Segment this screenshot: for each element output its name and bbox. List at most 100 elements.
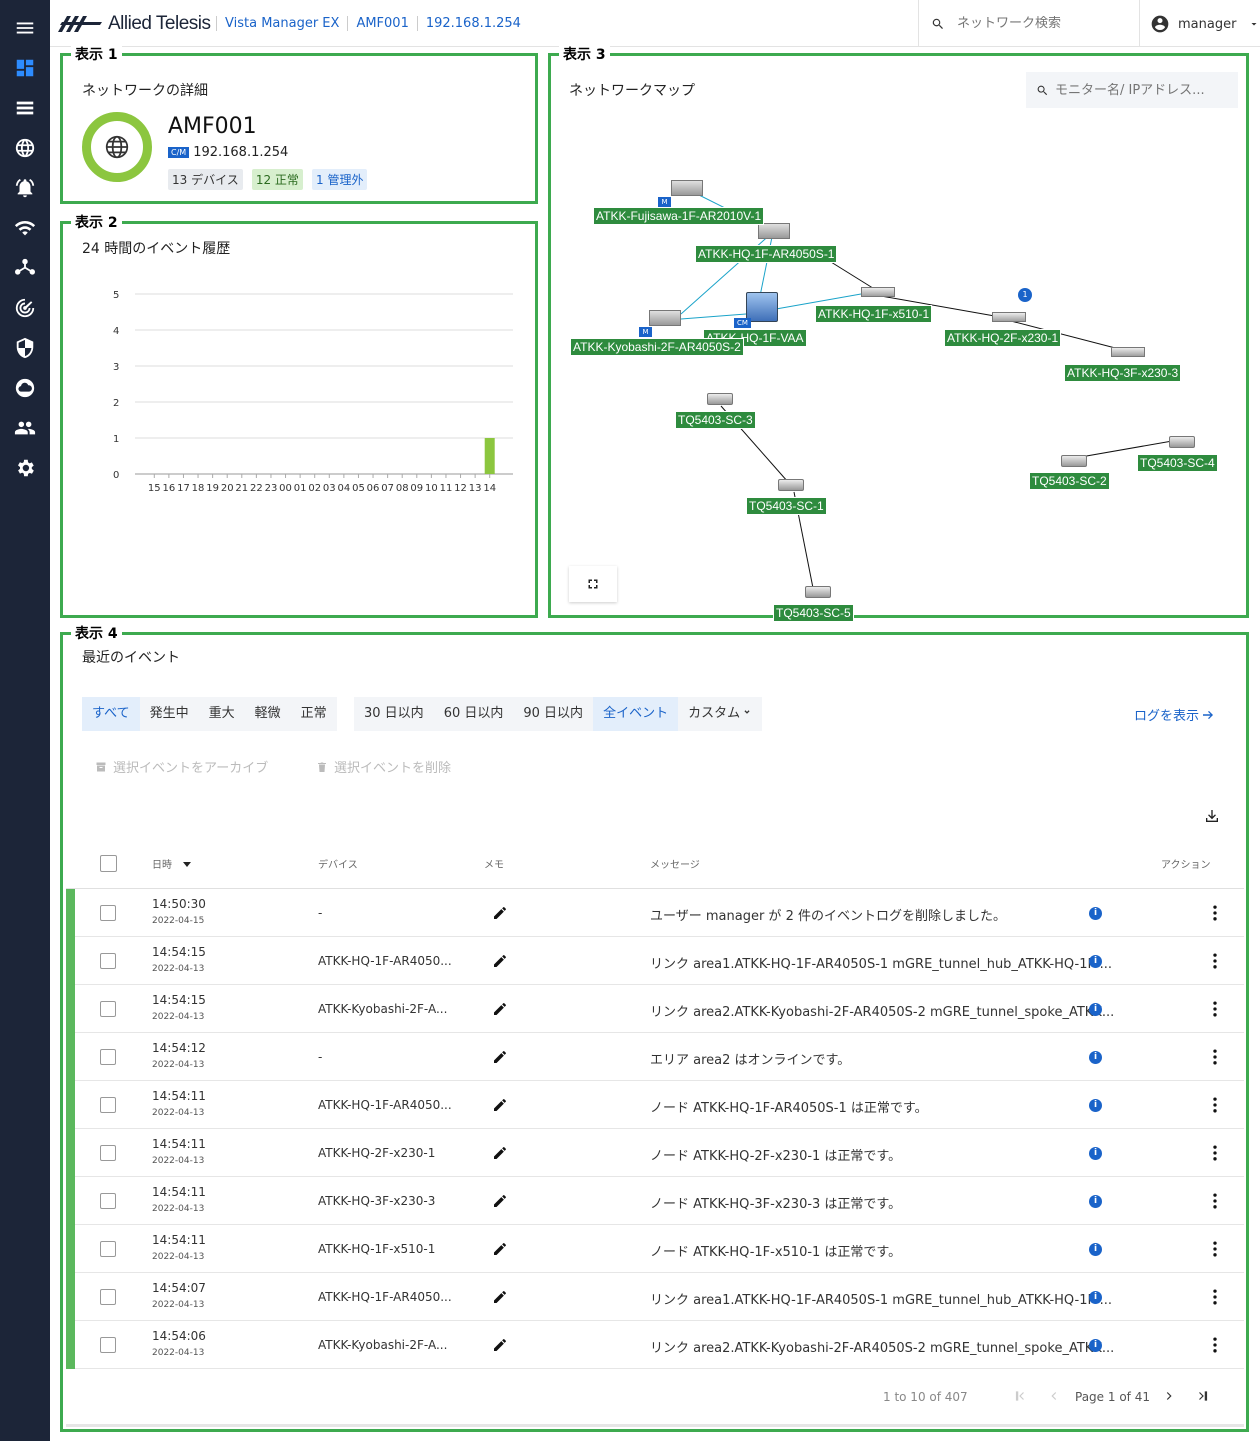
dashboard-icon[interactable] <box>0 48 50 88</box>
switch-icon[interactable] <box>861 287 895 297</box>
map-search-input[interactable] <box>1055 82 1225 98</box>
filter-minor[interactable]: 軽微 <box>254 706 281 721</box>
more-actions-icon[interactable] <box>1205 1335 1225 1355</box>
breadcrumb-item-ip[interactable]: 192.168.1.254 <box>416 16 529 31</box>
access-point-icon[interactable] <box>778 479 804 491</box>
archive-selected-button[interactable]: 選択イベントをアーカイブ <box>95 757 268 776</box>
access-point-icon[interactable] <box>1169 436 1195 448</box>
more-actions-icon[interactable] <box>1205 1287 1225 1307</box>
edit-memo-icon[interactable] <box>492 1001 508 1017</box>
access-point-icon[interactable] <box>1061 455 1087 467</box>
info-icon[interactable]: i <box>1089 1147 1102 1160</box>
more-actions-icon[interactable] <box>1205 903 1225 923</box>
edit-memo-icon[interactable] <box>492 1289 508 1305</box>
breadcrumb-item-vista[interactable]: Vista Manager EX <box>216 16 347 31</box>
map-node-sc-3[interactable]: TQ5403-SC-3 <box>675 411 756 429</box>
row-checkbox[interactable] <box>100 1097 116 1113</box>
more-actions-icon[interactable] <box>1205 1047 1225 1067</box>
map-node-hq-ar4050s[interactable]: ATKK-HQ-1F-AR4050S-1 <box>695 245 838 263</box>
info-icon[interactable]: i <box>1089 1051 1102 1064</box>
filter-critical[interactable]: 重大 <box>208 706 235 721</box>
more-actions-icon[interactable] <box>1205 951 1225 971</box>
row-checkbox[interactable] <box>100 1145 116 1161</box>
router-icon[interactable] <box>758 223 790 239</box>
access-point-icon[interactable] <box>707 393 733 405</box>
radar-icon[interactable] <box>0 288 50 328</box>
filter-normal[interactable]: 正常 <box>300 706 327 721</box>
map-node-hq-3f-x230[interactable]: ATKK-HQ-3F-x230-3 <box>1064 364 1182 382</box>
map-node-kyobashi[interactable]: ATKK-Kyobashi-2F-AR4050S-2 <box>570 338 744 356</box>
last-page-icon[interactable] <box>1196 1389 1210 1403</box>
event-count-bar[interactable] <box>484 438 495 474</box>
filter-30-days[interactable]: 30 日以内 <box>364 706 424 721</box>
more-actions-icon[interactable] <box>1205 1095 1225 1115</box>
switch-icon[interactable] <box>992 312 1026 322</box>
network-search-input[interactable] <box>957 16 1117 31</box>
cloud-icon[interactable] <box>0 368 50 408</box>
info-icon[interactable]: i <box>1089 1099 1102 1112</box>
column-header-message[interactable]: メッセージ <box>650 860 700 871</box>
alarm-icon[interactable] <box>0 168 50 208</box>
breadcrumb-item-area[interactable]: AMF001 <box>347 16 416 31</box>
select-all-checkbox[interactable] <box>100 855 117 872</box>
map-node-sc-2[interactable]: TQ5403-SC-2 <box>1029 472 1110 490</box>
column-header-memo[interactable]: メモ <box>484 860 504 871</box>
globe-icon[interactable] <box>0 128 50 168</box>
download-icon[interactable] <box>1204 808 1220 824</box>
info-icon[interactable]: i <box>1089 955 1102 968</box>
view-log-link[interactable]: ログを表示 <box>1134 705 1214 724</box>
filter-all-events[interactable]: 全イベント <box>593 697 679 731</box>
router-icon[interactable] <box>671 180 703 196</box>
column-header-datetime[interactable]: 日時 <box>152 856 192 871</box>
info-icon[interactable]: i <box>1089 1339 1102 1352</box>
edit-memo-icon[interactable] <box>492 905 508 921</box>
vaa-server-icon[interactable] <box>746 292 778 322</box>
switch-icon[interactable] <box>1111 347 1145 357</box>
more-actions-icon[interactable] <box>1205 1239 1225 1259</box>
edit-memo-icon[interactable] <box>492 953 508 969</box>
menu-icon[interactable] <box>0 8 50 48</box>
topology-icon[interactable] <box>0 248 50 288</box>
row-checkbox[interactable] <box>100 1289 116 1305</box>
map-node-hq-x510[interactable]: ATKK-HQ-1F-x510-1 <box>815 305 933 323</box>
column-header-device[interactable]: デバイス <box>318 860 358 871</box>
info-icon[interactable]: i <box>1089 907 1102 920</box>
access-point-icon[interactable] <box>805 586 831 598</box>
filter-active[interactable]: 発生中 <box>149 706 189 721</box>
row-checkbox[interactable] <box>100 953 116 969</box>
row-checkbox[interactable] <box>100 905 116 921</box>
device-count-chip[interactable]: 13 デバイス <box>168 169 243 190</box>
map-node-sc-1[interactable]: TQ5403-SC-1 <box>746 497 827 515</box>
filter-all[interactable]: すべて <box>82 697 140 731</box>
first-page-icon[interactable] <box>1013 1389 1027 1403</box>
map-node-sc-4[interactable]: TQ5403-SC-4 <box>1137 454 1218 472</box>
user-menu[interactable]: manager <box>1150 14 1260 34</box>
delete-selected-button[interactable]: 選択イベントを削除 <box>316 757 451 776</box>
row-checkbox[interactable] <box>100 1049 116 1065</box>
filter-90-days[interactable]: 90 日以内 <box>523 706 584 721</box>
row-checkbox[interactable] <box>100 1193 116 1209</box>
edit-memo-icon[interactable] <box>492 1337 508 1353</box>
row-checkbox[interactable] <box>100 1337 116 1353</box>
brand-logo[interactable]: Allied Telesis <box>58 12 211 36</box>
map-node-fujisawa[interactable]: ATKK-Fujisawa-1F-AR2010V-1 <box>593 207 765 225</box>
info-icon[interactable]: i <box>1089 1195 1102 1208</box>
normal-count-chip[interactable]: 12 正常 <box>251 169 303 190</box>
wifi-icon[interactable] <box>0 208 50 248</box>
settings-icon[interactable] <box>0 448 50 488</box>
edit-memo-icon[interactable] <box>492 1241 508 1257</box>
next-page-icon[interactable] <box>1162 1389 1176 1403</box>
info-icon[interactable]: i <box>1089 1003 1102 1016</box>
filter-60-days[interactable]: 60 日以内 <box>443 706 504 721</box>
router-icon[interactable] <box>649 310 681 326</box>
